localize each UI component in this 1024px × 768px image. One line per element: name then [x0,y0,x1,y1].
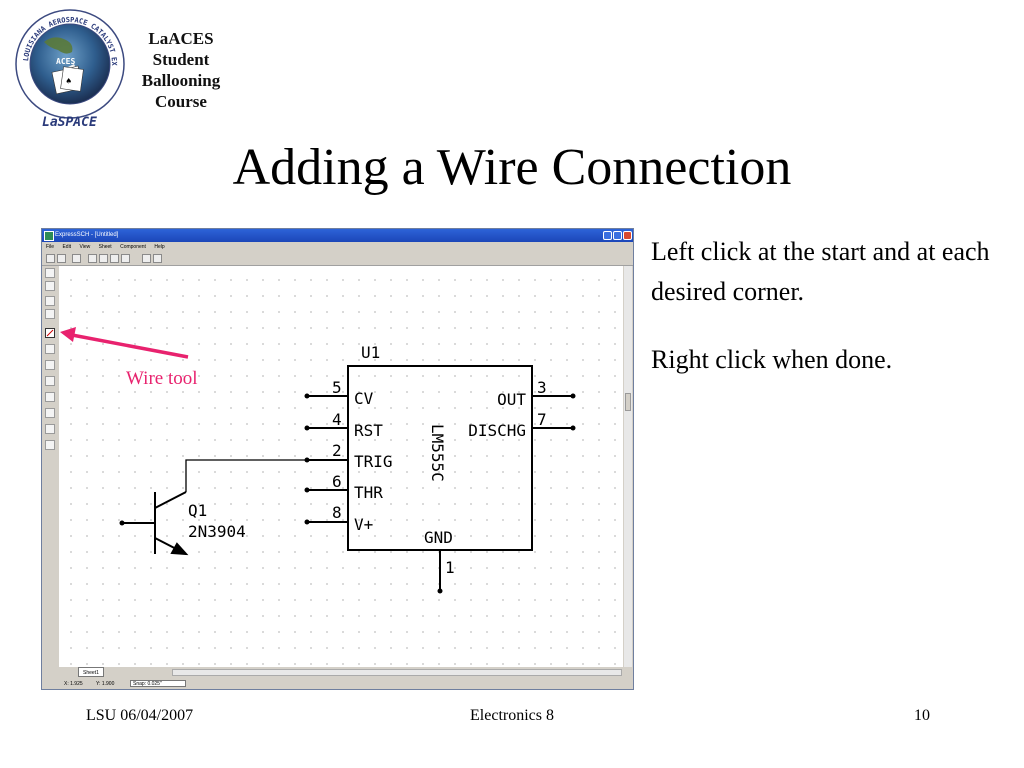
triangle-tool-icon[interactable] [45,392,55,402]
menu-bar: File Edit View Sheet Component Help [42,242,633,252]
port-tool-icon[interactable] [45,296,55,306]
pin-number: 5 [332,378,342,397]
junction-tool-icon[interactable] [45,424,55,434]
status-bar: X: 1.925 Y: 1.900 Snap: 0.025" [42,679,633,689]
circle-tool-icon[interactable] [45,408,55,418]
pin-number: 6 [332,472,342,491]
component-tool-icon[interactable] [45,281,55,291]
pin-number: 1 [445,558,455,577]
pin-name: TRIG [354,452,393,471]
maximize-button[interactable] [613,231,622,240]
power-tool-icon[interactable] [45,309,55,319]
emitter-arrow [170,542,189,556]
vertical-scrollbar[interactable] [624,266,632,676]
menu-component[interactable]: Component [120,244,146,250]
pin-end-dot [437,588,443,594]
rectangle-tool-icon[interactable] [45,376,55,386]
print-icon[interactable] [153,254,162,263]
course-name-line: LaACES [148,29,214,48]
pin-end-dot [304,425,310,431]
status-y: Y: 1.900 [96,681,115,687]
pin-end-dot [304,457,310,463]
expresssch-window: ExpressSCH - [Untitled] File Edit View S… [41,228,634,690]
tool-palette [42,266,58,666]
app-icon [44,231,54,241]
logo-badge: ACES [56,57,75,66]
menu-help[interactable]: Help [154,244,165,250]
pin-number: 2 [332,441,342,460]
open-icon[interactable] [46,254,55,263]
pin-end-dot [304,519,310,525]
slide-bullets: Left click at the start and at each desi… [651,232,1011,408]
slide-title: Adding a Wire Connection [232,139,792,196]
menu-view[interactable]: View [79,244,91,250]
minimize-button[interactable] [603,231,612,240]
pin-number: 7 [537,410,547,429]
wire [185,459,307,492]
footer-topic: Electronics 8 [470,707,554,724]
zoom-in-icon[interactable] [88,254,97,263]
course-name-line: Course [155,92,207,111]
zoom-out-icon[interactable] [99,254,108,263]
menu-sheet[interactable]: Sheet [98,244,112,250]
pin-number: 8 [332,503,342,522]
ic-part: LM555C [428,424,447,482]
properties-icon[interactable] [142,254,151,263]
ic-ref: U1 [361,343,380,362]
pin-end-dot [570,393,576,399]
pin-name: V+ [354,515,373,534]
pin-end-dot [570,425,576,431]
zoom-area-icon[interactable] [110,254,119,263]
bullet-text: Left click at the start and at each desi… [651,237,990,306]
pin-end-dot [304,487,310,493]
pin-name: THR [354,483,383,502]
laspace-logo: ♠ ACES LOUISIANA AEROSPACE CATALYST EXPE… [12,2,126,130]
transistor-collector [154,491,187,509]
window-title: ExpressSCH - [Untitled] [55,232,119,238]
status-x: X: 1.925 [64,681,83,687]
pin-end-dot [119,520,125,526]
pin-number: 4 [332,410,342,429]
line-tool-icon[interactable] [45,360,55,370]
pin-name: CV [354,389,374,408]
text-tool-icon[interactable] [45,440,55,450]
close-button[interactable] [623,231,632,240]
course-name-line: Student [152,50,210,69]
course-name: LaACES Student Ballooning Course [126,28,236,112]
slide-number: 10 [914,707,930,724]
toolbar [42,252,633,266]
vertical-scroll-thumb[interactable] [625,393,631,411]
pin-number: 3 [537,378,547,397]
bus-tool-icon[interactable] [45,344,55,354]
pin-name: DISCHG [468,421,526,440]
window-titlebar: ExpressSCH - [Untitled] [42,229,633,242]
snap-select[interactable]: Snap: 0.025" [130,680,186,687]
pin-name: RST [354,421,383,440]
logo-wordmark: LaSPACE [42,115,97,130]
select-tool-icon[interactable] [45,268,55,278]
bullet-text: Right click when done. [651,345,893,374]
tab-sheet1[interactable]: Sheet1 [78,667,104,677]
course-name-line: Ballooning [141,71,221,90]
pin-name: OUT [497,390,526,409]
menu-edit[interactable]: Edit [62,244,72,250]
transistor-ref: Q1 [188,501,207,520]
transistor-part: 2N3904 [188,522,246,541]
schematic-canvas[interactable]: U1 5 4 2 6 8 CV RST TRIG THR V+ 3 7 OUT … [59,266,623,667]
horizontal-scrollbar[interactable] [172,669,622,676]
footer-date: LSU 06/04/2007 [86,707,194,724]
zoom-fit-icon[interactable] [121,254,130,263]
menu-file[interactable]: File [46,244,55,250]
pin-name: GND [424,528,453,547]
wire-tool-icon[interactable] [45,328,55,338]
undo-icon[interactable] [72,254,81,263]
wire-tool-annotation: Wire tool [126,368,198,389]
pin-end-dot [304,393,310,399]
svg-text:♠: ♠ [66,77,71,87]
save-icon[interactable] [57,254,66,263]
